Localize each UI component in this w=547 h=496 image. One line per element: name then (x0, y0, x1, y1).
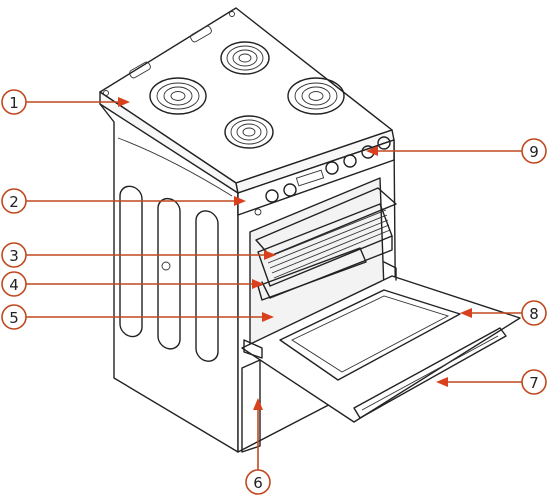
callout-1-label: 1 (9, 94, 19, 112)
baking-tray (257, 247, 367, 301)
control-knobs (265, 136, 391, 203)
callout-6: 6 (245, 398, 271, 495)
hotplate-back (220, 41, 270, 75)
callout-9-label: 9 (529, 143, 539, 161)
grill-pan (257, 203, 393, 299)
callout-2: 2 (1, 188, 246, 214)
callout-8: 8 (460, 300, 547, 326)
hotplate-left (149, 77, 207, 115)
hotplate-front (224, 115, 274, 149)
callout-4-label: 4 (9, 276, 19, 294)
callout-1: 1 (1, 89, 130, 115)
door-handle (353, 327, 507, 419)
callouts: 1 2 3 4 5 (1, 89, 547, 495)
callout-5-label: 5 (9, 309, 19, 327)
hotplates (149, 41, 345, 149)
callout-6-label: 6 (253, 474, 263, 492)
control-panel (237, 136, 395, 216)
oven-door (241, 261, 521, 423)
callout-9: 9 (366, 138, 547, 164)
callout-5: 5 (1, 304, 274, 330)
hob-rear-vents (103, 11, 235, 96)
side-panel-recesses (117, 137, 233, 362)
hotplate-right (287, 77, 345, 115)
callout-4: 4 (1, 271, 264, 297)
callout-2-label: 2 (9, 193, 19, 211)
callout-7: 7 (436, 369, 547, 395)
callout-8-label: 8 (529, 305, 539, 323)
panel-display (254, 169, 325, 216)
storage-drawer (241, 359, 261, 453)
callout-3-label: 3 (9, 247, 19, 265)
callout-3: 3 (1, 242, 276, 268)
callout-7-label: 7 (529, 374, 539, 392)
